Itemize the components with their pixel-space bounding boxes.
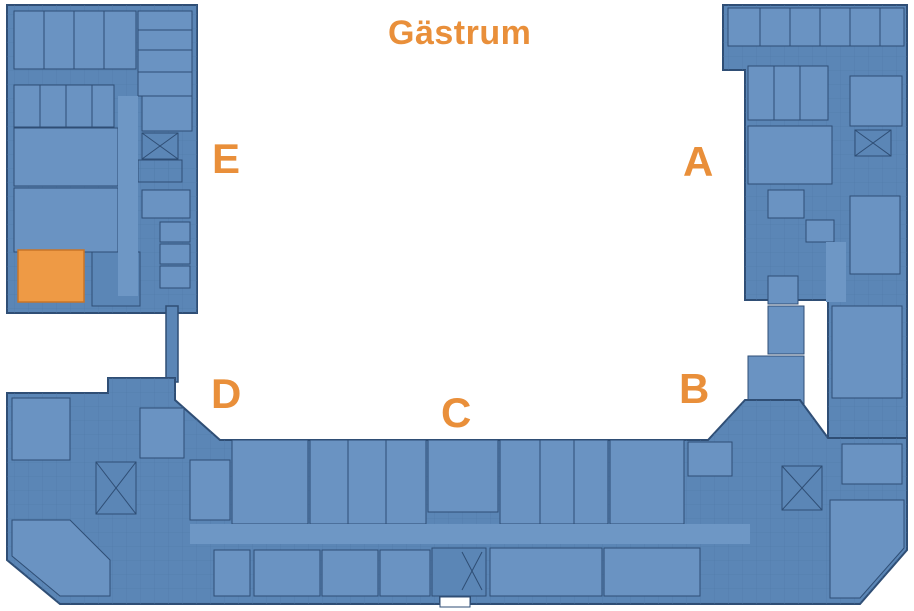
highlighted-room[interactable] — [17, 249, 85, 303]
wing-label-b: B — [679, 365, 710, 412]
wing-label-e: E — [212, 135, 241, 182]
main-entrance — [439, 596, 471, 608]
wing-label-d: D — [211, 370, 242, 417]
courtyard-title: Gästrum — [388, 14, 532, 52]
wing-a-building — [722, 4, 908, 439]
wing-c-building — [6, 377, 908, 605]
wing-label-c: C — [441, 389, 472, 436]
connector-corridor — [165, 305, 179, 383]
wing-label-a: A — [683, 138, 714, 185]
